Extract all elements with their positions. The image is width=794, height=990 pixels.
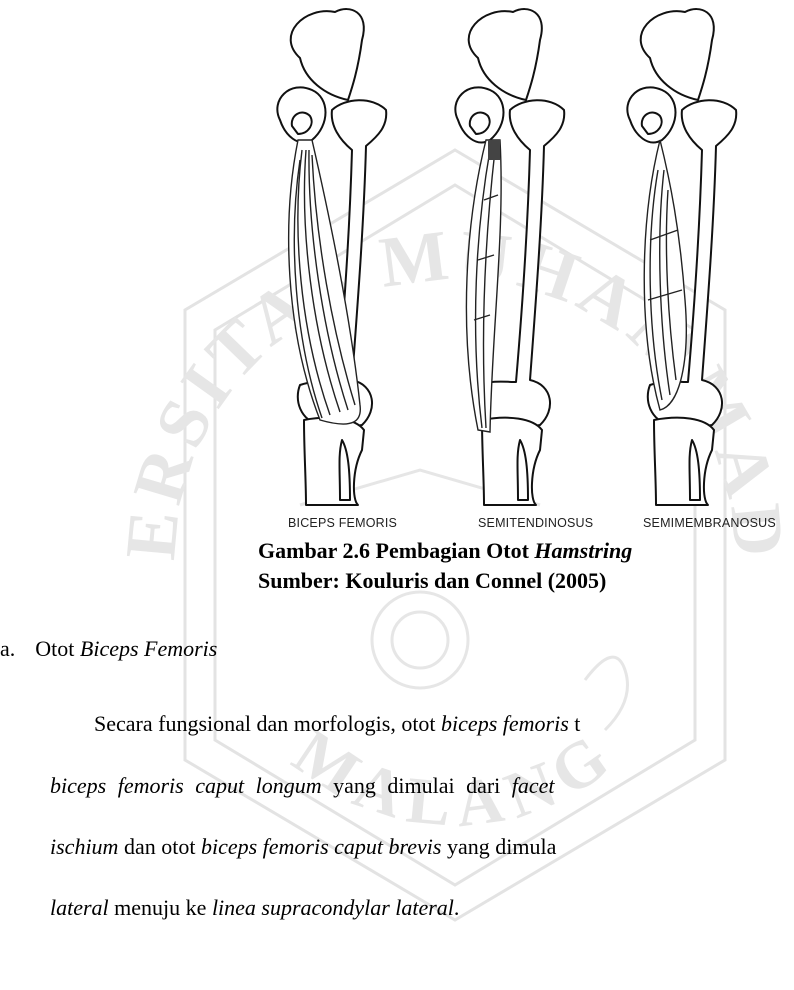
paragraph-line-4: lateral menuju ke linea supracondylar la… bbox=[50, 897, 459, 919]
label-biceps-femoris: BICEPS FEMORIS bbox=[288, 516, 397, 530]
paragraph-line-2: biceps femoris caput longum yang dimulai… bbox=[50, 775, 555, 797]
leg-semimembranosus bbox=[627, 9, 736, 505]
paragraph-line-3: ischium dan otot biceps femoris caput br… bbox=[50, 836, 556, 858]
muscle-semimembranosus bbox=[644, 140, 686, 410]
hamstring-figure bbox=[0, 0, 794, 520]
paragraph-line-1: Secara fungsional dan morfologis, otot b… bbox=[94, 713, 580, 735]
figure-caption: Gambar 2.6 Pembagian Otot Hamstring bbox=[258, 538, 632, 564]
section-heading: a.Otot Biceps Femoris bbox=[0, 638, 217, 660]
label-semitendinosus: SEMITENDINOSUS bbox=[478, 516, 593, 530]
list-marker: a. bbox=[0, 636, 15, 661]
label-semimembranosus: SEMIMEMBRANOSUS bbox=[643, 516, 776, 530]
figure-source: Sumber: Kouluris dan Connel (2005) bbox=[258, 568, 606, 594]
